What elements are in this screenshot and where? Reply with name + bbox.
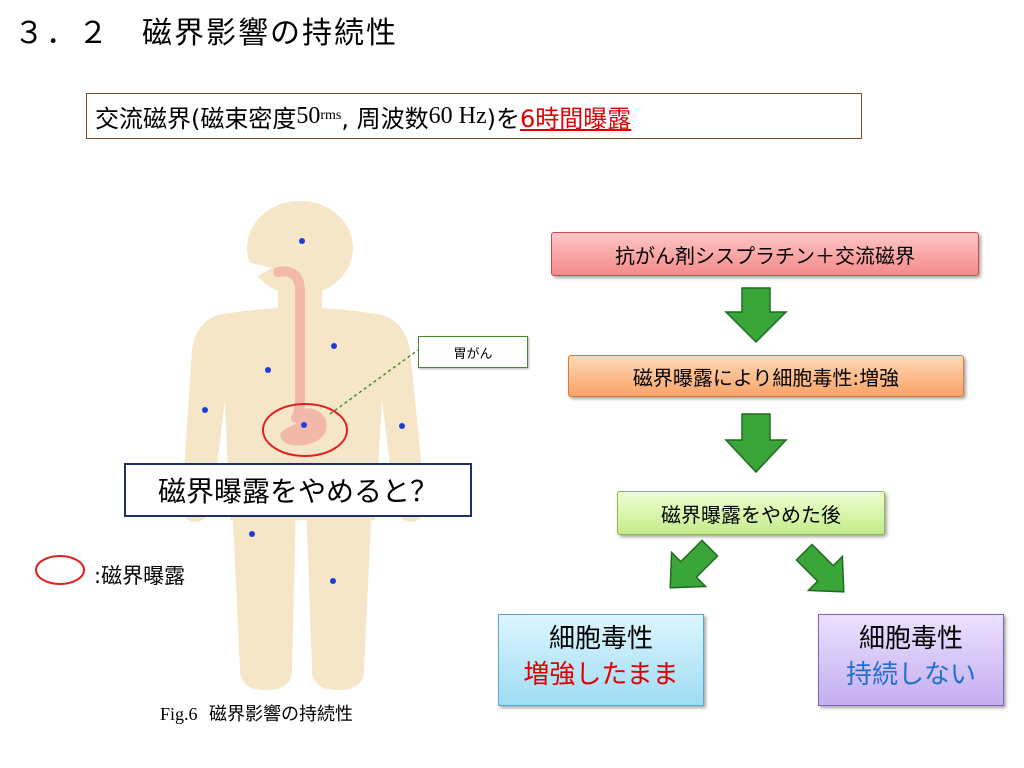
exposure-circle [262,403,348,457]
legend-exposure-ellipse [35,555,85,585]
result-left-line1: 細胞毒性 [548,624,653,654]
legend-label: :磁界曝露 [94,564,186,588]
caption-fig-number: Fig.6 [160,704,198,724]
exposure-duration-highlight: 6時間曝露 [520,104,632,133]
flow-step-3: 磁界曝露をやめた後 [617,491,885,535]
field-dot [265,367,271,373]
field-dot [331,343,337,349]
diagonal-arrow-left-icon [669,539,719,589]
flow-step-2: 磁界曝露により細胞毒性:増強 [568,355,964,397]
field-dot [299,238,305,244]
body-left-leg [232,500,296,690]
flow-step-1: 抗がん剤シスプラチン＋交流磁界 [551,232,979,276]
body-mouth [248,262,272,280]
result-box-sustained: 細胞毒性 増強したまま [498,614,704,706]
experiment-condition-box: 交流磁界(磁束密度 50 rms , 周波数 60 Hz )を 6時間曝露 [86,93,862,139]
result-right-line2: 持続しない [845,660,976,690]
flux-density-value: 50 [296,102,321,129]
stomach-label-connector [329,349,419,415]
caption-text: 磁界影響の持続性 [208,704,353,725]
frequency-value: 60 Hz [428,102,487,129]
figure-caption: Fig.6 磁界影響の持続性 [160,700,353,726]
body-right-leg [306,500,372,690]
field-dot [330,578,336,584]
result-right-line1: 細胞毒性 [858,624,963,654]
result-box-not-sustained: 細胞毒性 持続しない [818,614,1004,706]
field-dot [249,531,255,537]
page-title: ３．２ 磁界影響の持続性 [14,16,398,51]
condition-text-1: 交流磁界(磁束密度 [95,104,297,133]
flux-density-subscript: rms [320,108,342,123]
stomach-cancer-label: 胃がん [418,336,528,368]
condition-text-2: , 周波数 [341,104,429,133]
body-silhouette [181,201,426,690]
question-box: 磁界曝露をやめると？ [124,463,472,517]
diagonal-arrow-right-icon [795,543,845,593]
down-arrow-icon [724,413,788,474]
field-dot [202,407,208,413]
field-dots [202,238,405,584]
condition-text-3: )を [486,104,520,133]
field-dot [399,423,405,429]
result-left-line2: 増強したまま [523,660,679,690]
field-dot [301,422,307,428]
down-arrow-icon [724,287,788,344]
